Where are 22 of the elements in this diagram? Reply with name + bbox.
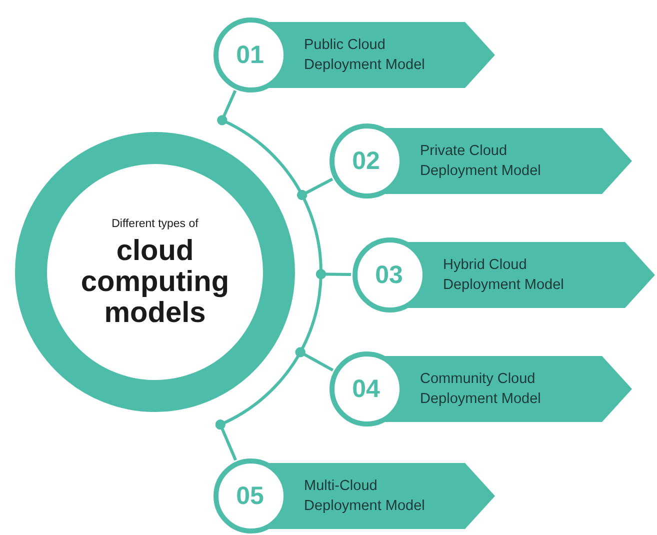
step-number: 03: [374, 260, 404, 291]
step-label: Multi-Cloud Deployment Model: [304, 477, 426, 516]
subtitle: Different types of: [112, 216, 198, 232]
step-number: 01: [235, 40, 265, 71]
banner-arrow: [212, 457, 495, 535]
banner-arrow: [328, 350, 632, 428]
step-label: Hybrid Cloud Deployment Model: [443, 256, 565, 295]
banner-arrow: [212, 16, 495, 94]
connector: [217, 90, 237, 126]
banner-arrow: [351, 236, 655, 314]
step-label: Public Cloud Deployment Model: [304, 36, 426, 75]
connector: [316, 269, 352, 280]
step-number: 02: [351, 146, 381, 177]
step-label: Community Cloud Deployment Model: [420, 370, 542, 409]
banner-arrow: [328, 122, 632, 200]
connector: [295, 347, 334, 372]
step-label: Private Cloud Deployment Model: [420, 142, 542, 181]
step-number: 04: [351, 374, 381, 405]
step-number: 05: [235, 481, 265, 512]
title-text: cloud computing models: [80, 236, 230, 328]
connector: [215, 419, 238, 461]
connector: [296, 178, 334, 200]
